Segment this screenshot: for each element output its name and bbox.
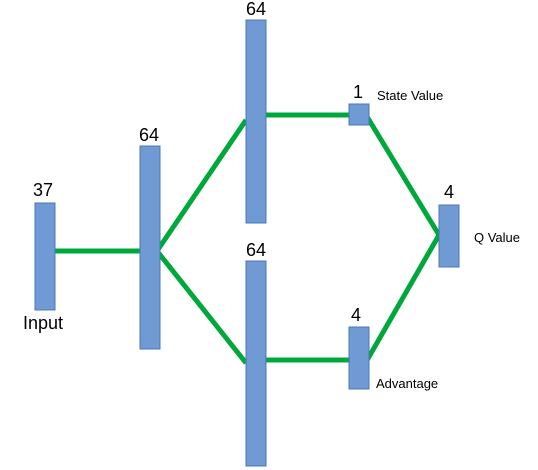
state-value-size-label: 1 <box>353 82 363 102</box>
edge-state-value-q-value <box>363 113 442 237</box>
layers <box>34 19 460 467</box>
value-stream-size-label: 64 <box>246 0 266 19</box>
hidden-layer <box>139 145 161 350</box>
edge-advantage-q-value <box>363 233 442 364</box>
q-value-name-label: Q Value <box>474 230 520 245</box>
input-name-label: Input <box>23 313 63 333</box>
advantage-stream-size-label: 64 <box>246 240 266 260</box>
edge-hidden-advantage-stream <box>155 249 248 365</box>
q-value-layer <box>438 204 460 268</box>
advantage-size-label: 4 <box>351 305 361 325</box>
value-stream-layer <box>245 19 267 224</box>
connections <box>55 112 442 365</box>
size-labels: 37 64 64 64 1 4 4 <box>33 0 454 325</box>
input-size-label: 37 <box>33 180 53 200</box>
advantage-name-label: Advantage <box>376 376 438 391</box>
input-layer <box>34 202 56 311</box>
q-value-size-label: 4 <box>444 182 454 202</box>
name-labels: Input State Value Advantage Q Value <box>23 88 520 391</box>
hidden-size-label: 64 <box>139 125 159 145</box>
state-value-name-label: State Value <box>377 88 443 103</box>
advantage-stream-layer <box>245 260 267 467</box>
advantage-layer <box>348 326 370 390</box>
state-value-layer <box>348 103 370 126</box>
edge-hidden-value-stream <box>154 118 249 253</box>
